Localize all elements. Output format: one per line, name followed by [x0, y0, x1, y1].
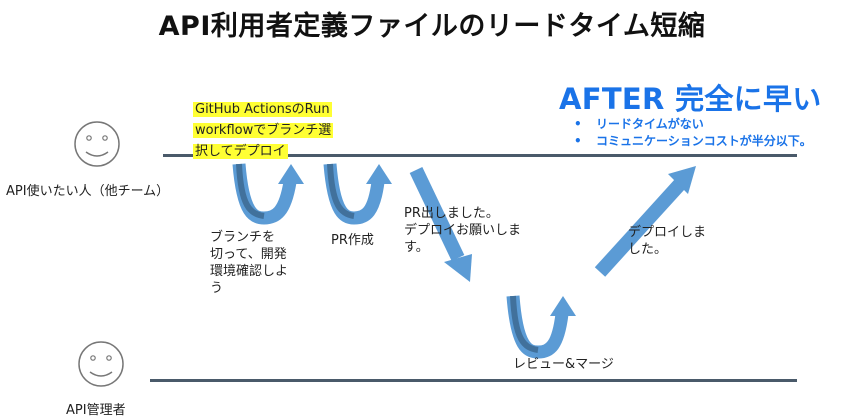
branch-step-line-4: う [210, 281, 224, 296]
user-actor-label: API使いたい人（他チーム） [6, 184, 170, 199]
admin-actor-label: API管理者 [66, 403, 126, 418]
highlight-note: GitHub ActionsのRun workflowでブランチ選 択してデプロ… [193, 98, 334, 161]
highlight-note-line-1: GitHub ActionsのRun [193, 102, 332, 117]
after-bullet-item: • リードタイムがない [558, 116, 812, 133]
highlight-note-line-2: workflowでブランチ選 [193, 123, 334, 138]
branch-step-line-2: 切って、開発 [210, 247, 287, 262]
review-uturn-arrow [506, 295, 576, 359]
deployed-step-line-1: デプロイしま [628, 225, 707, 240]
pr-step-note: PR作成 [331, 233, 374, 248]
after-bullet-text: リードタイムがない [596, 117, 704, 131]
admin-lane-line [150, 379, 797, 382]
page-title: API利用者定義ファイルのリードタイム短縮 [158, 11, 706, 42]
branch-step-line-3: 環境確認しよ [210, 264, 289, 279]
review-step-note: レビュー&マージ [513, 357, 614, 372]
pr-uturn-arrow [323, 163, 392, 225]
highlight-note-line-3: 択してデプロイ [193, 144, 288, 159]
request-down-arrow [409, 166, 472, 282]
after-bullet-list: • リードタイムがない • コミュニケーションコストが半分以下。 [558, 116, 812, 150]
user-lane-line [163, 154, 797, 157]
bullet-icon: • [574, 134, 582, 148]
deployed-up-arrow [594, 166, 696, 277]
request-step-line-1: PR出しました。 [404, 206, 499, 221]
request-step-line-2: デプロイお願いしま [404, 223, 522, 238]
after-title: AFTER 完全に早い [559, 82, 822, 116]
branch-step-note: ブランチを 切って、開発 環境確認しよ う [210, 229, 288, 297]
deployed-step-note: デプロイしま した。 [628, 224, 706, 258]
after-bullet-item: • コミュニケーションコストが半分以下。 [558, 133, 812, 150]
admin-smiley-face-icon [78, 341, 124, 387]
after-bullet-text: コミュニケーションコストが半分以下。 [596, 134, 812, 148]
request-step-note: PR出しました。 デプロイお願いしま す。 [404, 205, 521, 256]
deployed-step-line-2: した。 [628, 242, 668, 257]
user-smiley-face-icon [74, 121, 120, 167]
branch-step-line-1: ブランチを [210, 230, 276, 245]
branch-uturn-arrow [232, 163, 304, 225]
request-step-line-3: す。 [404, 240, 429, 255]
bullet-icon: • [574, 117, 582, 131]
